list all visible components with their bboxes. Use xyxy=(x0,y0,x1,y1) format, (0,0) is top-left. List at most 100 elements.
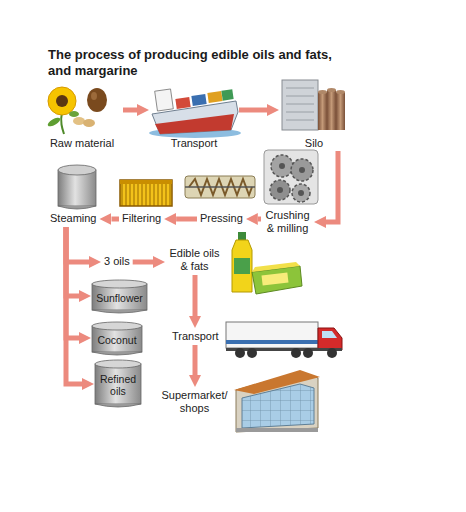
filter-picture-part xyxy=(120,180,172,184)
flow-arrow xyxy=(239,108,267,113)
truck-picture-part xyxy=(247,348,257,358)
truck-picture-part xyxy=(318,328,342,350)
ship-picture-part xyxy=(191,94,206,106)
node-text: Crushing & milling xyxy=(264,209,311,235)
stage-label: Edible oils & fats xyxy=(166,246,223,274)
node-text: Refined oils xyxy=(98,373,138,397)
stage-label: Transport xyxy=(150,80,238,150)
crushing-mill-picture-part xyxy=(292,184,310,202)
tank-top xyxy=(92,322,142,330)
oil-bottle-and-margarine-picture xyxy=(232,232,302,294)
silo-picture xyxy=(282,80,345,130)
stage-label: Raw material xyxy=(42,84,122,150)
node-text: Raw material xyxy=(50,137,114,150)
node-text: Pressing xyxy=(200,212,243,225)
node-text: Transport xyxy=(171,137,218,150)
truck-picture-part xyxy=(322,331,337,338)
node-text: Steaming xyxy=(50,212,96,225)
stage-label: Crushing & milling xyxy=(262,208,313,236)
node-text: Silo xyxy=(305,137,323,150)
screw-press-picture-part xyxy=(185,186,255,188)
oil-tank: Coconut xyxy=(92,322,142,354)
ship-picture-part xyxy=(175,97,190,109)
node-text: Transport xyxy=(172,330,219,343)
tank-body xyxy=(95,364,141,404)
diagram-title: The process of producing edible oils and… xyxy=(48,47,348,79)
oil-tank: Refined oils xyxy=(95,360,141,406)
node-text: 3 oils xyxy=(104,255,130,268)
truck-picture-part xyxy=(291,348,301,358)
node-text: Sunflower xyxy=(96,292,143,304)
ship-picture xyxy=(149,89,241,138)
oil-bottle-and-margarine-picture-part xyxy=(234,258,250,274)
silo-picture-part xyxy=(282,80,318,130)
raw-material-picture-part xyxy=(91,92,97,100)
stage-label: Pressing xyxy=(198,211,245,226)
truck-picture-part xyxy=(226,340,318,344)
flow-arrow xyxy=(176,217,197,222)
raw-material-picture-part xyxy=(48,87,76,115)
supermarket-picture-part xyxy=(242,384,314,428)
flow-arrow xyxy=(258,217,261,222)
crushing-mill-picture-part xyxy=(298,190,304,196)
raw-material-picture-part xyxy=(69,111,79,117)
crushing-mill-picture-part xyxy=(270,180,290,200)
crushing-mill-picture-part xyxy=(264,150,318,204)
supermarket-picture-part xyxy=(236,428,318,432)
tank-bottom xyxy=(92,310,147,313)
oil-bottle-and-margarine-picture-part xyxy=(232,240,252,292)
crushing-mill-picture-part xyxy=(271,155,293,177)
crushing-mill-picture xyxy=(264,150,318,204)
silo-picture-part xyxy=(318,92,327,130)
flow-arrow xyxy=(193,345,198,375)
crushing-mill-picture-part xyxy=(291,159,313,181)
flow-arrow xyxy=(133,260,153,265)
flow-arrow xyxy=(111,217,119,222)
flow-arrow xyxy=(66,227,82,384)
crushing-mill-picture-part xyxy=(279,163,285,169)
node-text: Filtering xyxy=(122,212,161,225)
flow-arrow xyxy=(326,151,338,222)
silo-picture-part xyxy=(318,90,327,94)
truck-picture-part xyxy=(303,348,313,358)
silo-picture-part xyxy=(327,88,336,92)
ship-picture-part xyxy=(207,91,222,103)
steaming-tank-picture xyxy=(58,165,96,209)
steaming-tank-picture-part xyxy=(58,206,96,209)
flow-arrow xyxy=(123,108,137,113)
screw-press-picture xyxy=(185,176,255,198)
silo-picture-part xyxy=(286,88,314,120)
tank-top xyxy=(95,360,141,368)
node-text: Supermarket/ shops xyxy=(160,389,229,415)
stage-label: Silo xyxy=(280,78,348,150)
node-text: Edible oils & fats xyxy=(168,247,221,273)
steaming-tank-picture-part xyxy=(58,165,96,175)
oil-bottle-and-margarine-picture-part xyxy=(238,232,246,240)
stage-label: 3 oils xyxy=(102,254,132,269)
oil-tank: Sunflower xyxy=(92,280,147,312)
silo-picture-part xyxy=(336,90,345,94)
ship-picture-part xyxy=(155,89,174,111)
oil-bottle-and-margarine-picture-part xyxy=(261,272,288,285)
stage-label: Steaming xyxy=(48,211,98,226)
truck-picture xyxy=(226,322,342,358)
truck-picture-part xyxy=(226,322,318,348)
crushing-mill-picture-part xyxy=(277,187,283,193)
flow-arrow xyxy=(66,227,89,262)
crushing-mill-picture-part xyxy=(299,167,305,173)
node-text: Coconut xyxy=(97,334,136,346)
raw-material-picture-part xyxy=(46,116,61,128)
oil-bottle-and-margarine-picture-part xyxy=(252,262,300,272)
raw-material-picture-part xyxy=(83,119,95,127)
stage-label: Transport xyxy=(170,329,221,344)
stage-label: Supermarket/ shops xyxy=(158,388,231,416)
truck-picture-part xyxy=(235,348,245,358)
tank-bottom xyxy=(92,352,142,355)
silo-picture-part xyxy=(336,92,345,130)
truck-picture-part xyxy=(327,348,337,358)
tank-bottom xyxy=(95,404,141,407)
filter-picture-part xyxy=(120,180,172,206)
stage-label: Filtering xyxy=(120,211,163,226)
